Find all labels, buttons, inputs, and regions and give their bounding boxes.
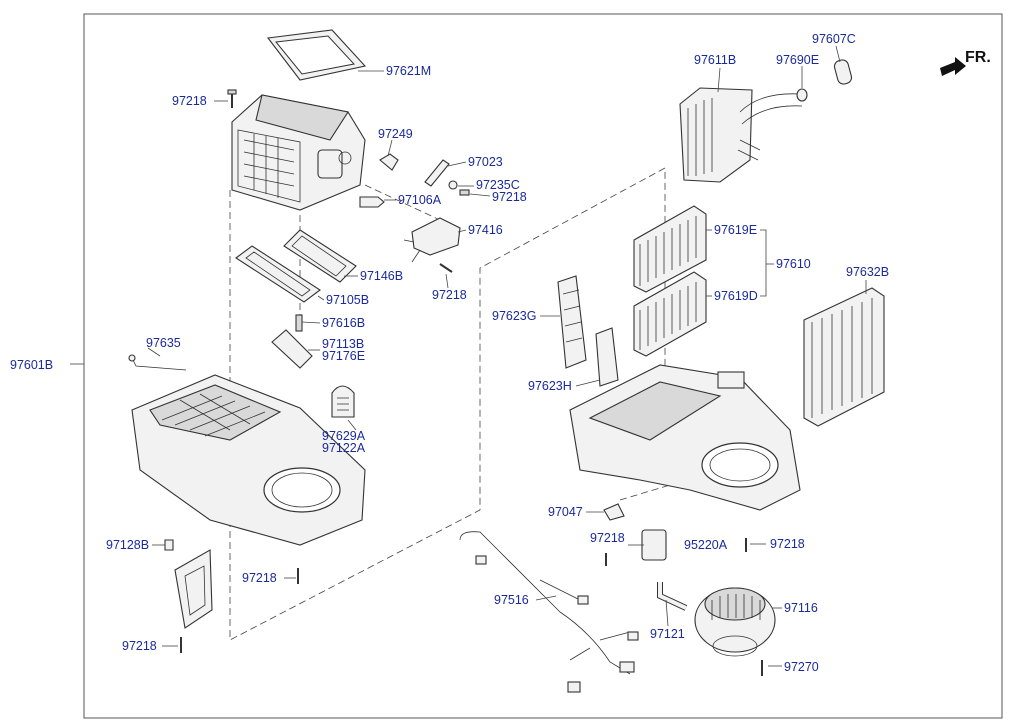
upper-case xyxy=(231,94,366,211)
screw-97218-a xyxy=(459,189,470,196)
actuator-lever-97249 xyxy=(379,153,399,171)
link-97023 xyxy=(424,159,450,187)
door-97623G xyxy=(557,275,587,369)
blower-housing xyxy=(569,364,801,511)
hose-97121 xyxy=(657,582,688,611)
label-97235C: 97235C xyxy=(476,178,520,192)
label-97047: 97047 xyxy=(548,505,583,519)
label-97623H: 97623H xyxy=(528,379,572,393)
actuator-97416 xyxy=(403,217,461,263)
label-97249: 97249 xyxy=(378,127,413,141)
label-97619D: 97619D xyxy=(714,289,758,303)
label-97270: 97270 xyxy=(784,660,819,674)
wiring-harness-97516 xyxy=(459,531,639,693)
label-97621M: 97621M xyxy=(386,64,431,78)
front-direction-arrow-icon xyxy=(940,57,966,76)
front-direction-label: FR. xyxy=(965,49,991,66)
label-97218-d: 97218 xyxy=(122,639,157,653)
filter-97632B xyxy=(803,287,885,427)
label-95220A: 95220A xyxy=(684,538,728,552)
blower-motor-97116 xyxy=(694,587,776,657)
label-97218-top: 97218 xyxy=(172,94,207,108)
gasket-97621M xyxy=(266,29,367,81)
bracket-97128B xyxy=(164,539,213,629)
label-97128B: 97128B xyxy=(106,538,149,552)
evaporator-97611B xyxy=(679,87,803,183)
label-97616B: 97616B xyxy=(322,316,365,330)
label-97023: 97023 xyxy=(468,155,503,169)
label-97105B: 97105B xyxy=(326,293,369,307)
label-97146B: 97146B xyxy=(360,269,403,283)
leader-lines xyxy=(147,45,867,667)
label-97607C: 97607C xyxy=(812,32,856,46)
label-97218-c: 97218 xyxy=(242,571,277,585)
cover-97629A xyxy=(331,385,355,418)
label-97611B: 97611B xyxy=(694,53,736,67)
label-97218-e: 97218 xyxy=(590,531,625,545)
label-97106A: 97106A xyxy=(398,193,442,207)
clip-97047 xyxy=(603,503,625,521)
label-97516: 97516 xyxy=(494,593,529,607)
label-97690E: 97690E xyxy=(776,53,819,67)
label-97176E: 97176E xyxy=(322,349,365,363)
label-97623G: 97623G xyxy=(492,309,536,323)
label-97116: 97116 xyxy=(784,601,818,615)
filter-97619D xyxy=(633,271,707,357)
label-97601B: 97601B xyxy=(10,358,53,372)
label-97218-f: 97218 xyxy=(770,537,805,551)
washer-97235C xyxy=(448,180,458,190)
relay-95220A xyxy=(641,529,667,561)
label-97121: 97121 xyxy=(650,627,685,641)
o-ring-97690E xyxy=(796,88,808,102)
label-97629A: 97629A xyxy=(322,429,366,443)
door-97623H xyxy=(595,327,619,387)
filter-97146B xyxy=(283,229,357,283)
assembly-frame xyxy=(83,13,1003,719)
label-97122A: 97122A xyxy=(322,441,366,455)
temperature-sensor-97635 xyxy=(128,354,187,371)
filter-97105B xyxy=(235,245,321,303)
screw-97218-b xyxy=(439,263,453,273)
shaft-97106A xyxy=(359,196,385,208)
label-97113B: 97113B xyxy=(322,337,364,351)
screw-97218-top xyxy=(227,89,237,108)
label-97218-a: 97218 xyxy=(492,190,527,204)
label-97619E: 97619E xyxy=(714,223,757,237)
gasket-97607C xyxy=(833,59,853,85)
filter-97619E xyxy=(633,205,707,293)
lower-case xyxy=(131,374,366,546)
label-97610: 97610 xyxy=(776,257,811,271)
label-97218-b: 97218 xyxy=(432,288,467,302)
resistor-97113B xyxy=(271,314,313,369)
label-97632B: 97632B xyxy=(846,265,889,279)
label-97635: 97635 xyxy=(146,336,181,350)
label-97416: 97416 xyxy=(468,223,503,237)
